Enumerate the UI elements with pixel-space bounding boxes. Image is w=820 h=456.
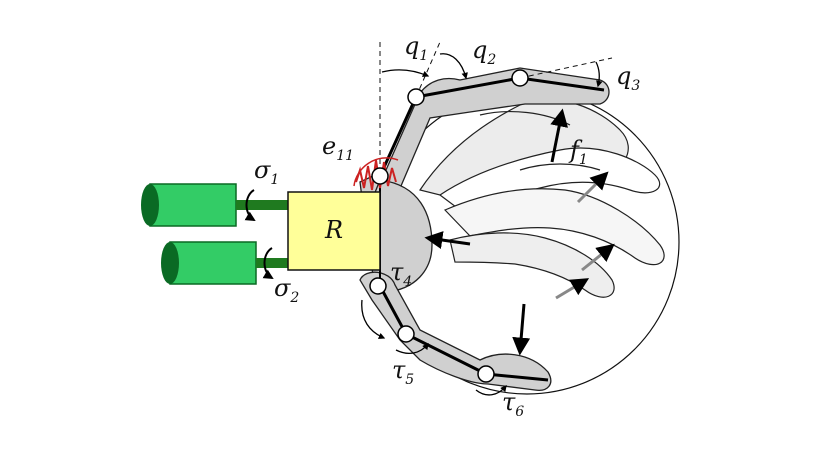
label-q3: q3 <box>616 62 640 94</box>
force-arrow-upper <box>550 108 569 163</box>
label-q2: q2 <box>472 36 496 68</box>
joint-base-lower <box>369 277 387 295</box>
joints <box>369 69 529 383</box>
joint-upper-2 <box>511 69 529 87</box>
label-q1: q1 <box>404 32 428 64</box>
torque-arc-tau5 <box>395 342 429 355</box>
label-tau6: τ6 <box>502 388 524 420</box>
spring-outline <box>353 157 399 187</box>
torque-arc-tau6 <box>475 384 507 396</box>
gray-force-arrow-3 <box>555 278 590 300</box>
rotation-arrow-sigma2 <box>262 247 274 280</box>
label-e11: e11 <box>322 132 354 164</box>
label-tau4: τ4 <box>390 258 412 290</box>
force-arrow-lower <box>512 303 531 356</box>
label-tau5: τ5 <box>392 356 414 388</box>
actuator-2 <box>161 241 288 285</box>
angle-arc-q3 <box>595 61 603 88</box>
joint-upper-1 <box>407 88 425 106</box>
transmission-block <box>287 191 381 271</box>
reference-line-q3 <box>519 57 613 79</box>
gray-force-arrows <box>555 171 615 300</box>
angle-arc-q2 <box>439 53 468 80</box>
block-label: R <box>324 216 343 244</box>
actuator-1 <box>141 183 288 227</box>
gray-force-arrow-1 <box>576 171 609 204</box>
gray-force-arrow-2 <box>581 243 615 272</box>
label-sigma1: σ1 <box>254 156 279 188</box>
torque-arc-tau4 <box>361 299 386 339</box>
reference-line-q2 <box>415 41 441 98</box>
angle-arc-q1 <box>381 69 430 77</box>
force-arrow-palm <box>424 231 471 249</box>
lower-finger-skeleton <box>378 285 549 382</box>
lower-finger <box>359 271 552 391</box>
upper-finger-skeleton <box>378 76 605 177</box>
joint-lower-1 <box>397 325 415 343</box>
label-sigma2: σ2 <box>274 274 299 306</box>
joint-lower-2 <box>477 365 495 383</box>
human-hand-illustration <box>419 99 665 298</box>
rotation-arrow-sigma1 <box>244 189 256 222</box>
joint-base-upper <box>371 167 389 185</box>
